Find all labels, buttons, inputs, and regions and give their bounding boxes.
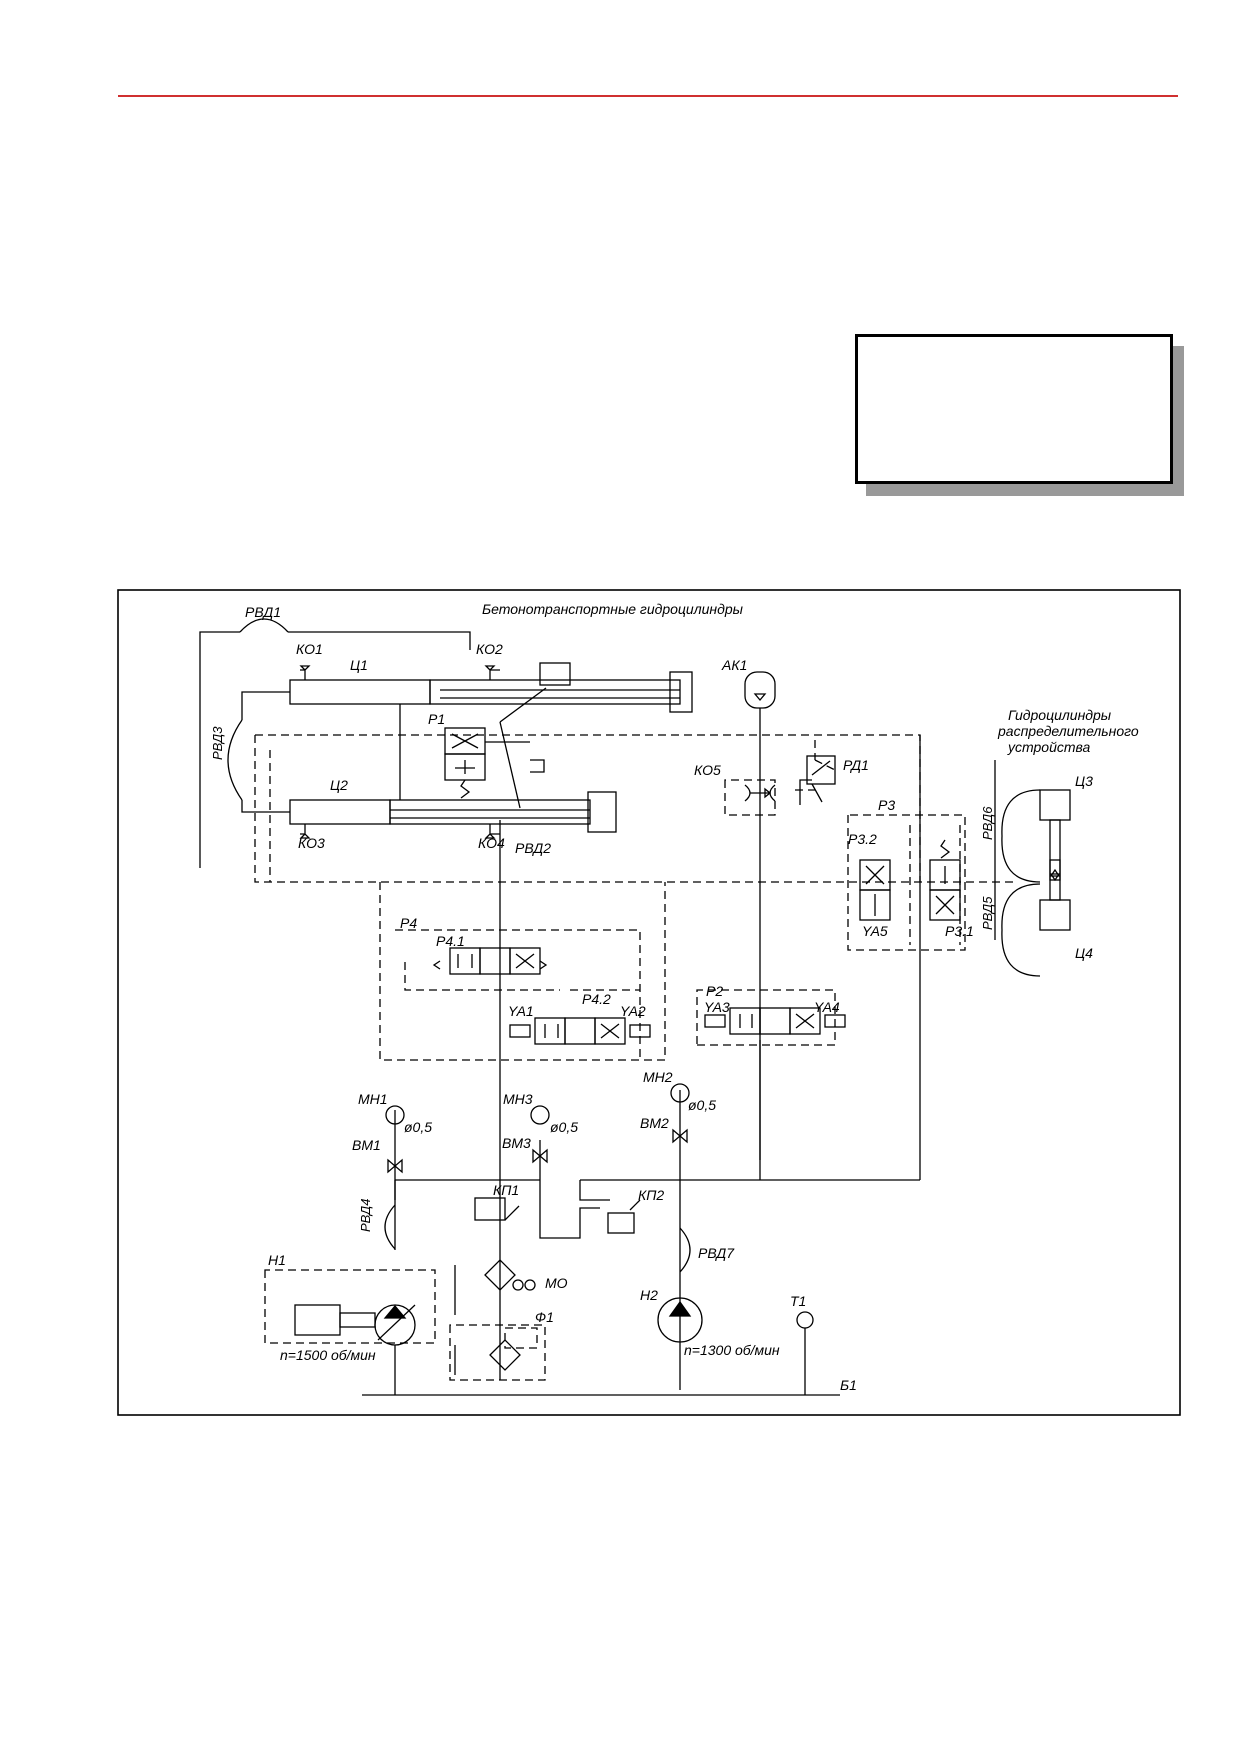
header-rule [118, 95, 1178, 97]
label-ko3: КО3 [298, 835, 325, 851]
label-mn1: МН1 [358, 1091, 388, 1107]
cylinder-c4 [1039, 899, 1071, 931]
label-rvd4: РВД4 [358, 1199, 373, 1232]
diagram-title: Бетонотранспортные гидроцилиндры [482, 601, 744, 617]
label-rd1: РД1 [843, 757, 869, 773]
cylinder-c2 [289, 799, 391, 825]
label-diam-2: ø0,5 [688, 1097, 716, 1113]
valve-p42 [534, 1017, 566, 1045]
label-mn2: МН2 [643, 1069, 673, 1085]
label-rvd7: РВД7 [698, 1245, 735, 1261]
label-ko5: КО5 [694, 762, 721, 778]
label-p4: Р4 [400, 915, 417, 931]
label-mo: МО [545, 1275, 568, 1291]
relief-valve-kp2 [607, 1212, 635, 1234]
label-vm2: ВМ2 [640, 1115, 669, 1131]
gauge-mn3 [530, 1105, 550, 1125]
drawing-frame [117, 589, 1181, 1416]
label-b1: Б1 [840, 1377, 857, 1393]
label-p3: Р3 [878, 797, 895, 813]
label-c4: Ц4 [1075, 945, 1093, 961]
label-n1: n=1500 об/мин [280, 1347, 376, 1363]
label-p1: Р1 [428, 711, 445, 727]
label-ya3: YA3 [704, 999, 730, 1015]
label-p42: Р4.2 [582, 991, 611, 1007]
gauge-mn2 [670, 1083, 690, 1103]
label-diam-3: ø0,5 [550, 1119, 578, 1135]
cylinder-c1 [289, 679, 431, 705]
valve-p2 [729, 1007, 761, 1035]
label-kp2: КП2 [638, 1187, 664, 1203]
label-n2: n=1300 об/мин [684, 1342, 780, 1358]
relief-valve-kp1 [474, 1197, 506, 1221]
label-p41: Р4.1 [436, 933, 465, 949]
distributor-title-1: Гидроцилиндры [1008, 707, 1112, 723]
title-block [855, 334, 1173, 484]
label-vm3: ВМ3 [502, 1135, 531, 1151]
label-p32: Р3.2 [848, 831, 877, 847]
label-t1: Т1 [790, 1293, 806, 1309]
label-rvd2: РВД2 [515, 840, 551, 856]
gauge-mn1 [385, 1105, 405, 1125]
pressure-switch-rd1 [806, 755, 836, 785]
label-rvd5: РВД5 [980, 896, 995, 930]
accumulator-ak1 [744, 671, 776, 709]
pump-h2 [657, 1297, 703, 1343]
label-rvd3: РВД3 [210, 726, 225, 760]
label-ko1: КО1 [296, 641, 323, 657]
label-ya2: YA2 [620, 1003, 646, 1019]
label-c1: Ц1 [350, 657, 368, 673]
label-ya1: YA1 [508, 1003, 534, 1019]
label-rvd1: РВД1 [245, 604, 281, 620]
cylinder-c3 [1039, 789, 1071, 821]
label-p31: Р3.1 [945, 923, 974, 939]
label-ak1: АК1 [721, 657, 747, 673]
label-rvd6: РВД6 [980, 806, 995, 840]
label-diam-1: ø0,5 [404, 1119, 432, 1135]
label-ko4: КО4 [478, 835, 505, 851]
label-f1: Ф1 [535, 1309, 554, 1325]
distributor-title-3: устройства [1007, 739, 1091, 755]
label-h1: Н1 [268, 1252, 286, 1268]
label-c3: Ц3 [1075, 773, 1093, 789]
label-ya4: YA4 [814, 999, 840, 1015]
label-mn3: МН3 [503, 1091, 533, 1107]
tank-t1 [796, 1311, 814, 1329]
label-c2: Ц2 [330, 777, 348, 793]
valve-p41 [449, 947, 481, 975]
label-vm1: ВМ1 [352, 1137, 381, 1153]
distributor-title-2: распределительного [997, 723, 1139, 739]
label-kp1: КП1 [493, 1182, 519, 1198]
label-h2: Н2 [640, 1287, 658, 1303]
label-ko2: КО2 [476, 641, 503, 657]
label-ya5: YA5 [862, 923, 888, 939]
label-p2: Р2 [706, 983, 723, 999]
